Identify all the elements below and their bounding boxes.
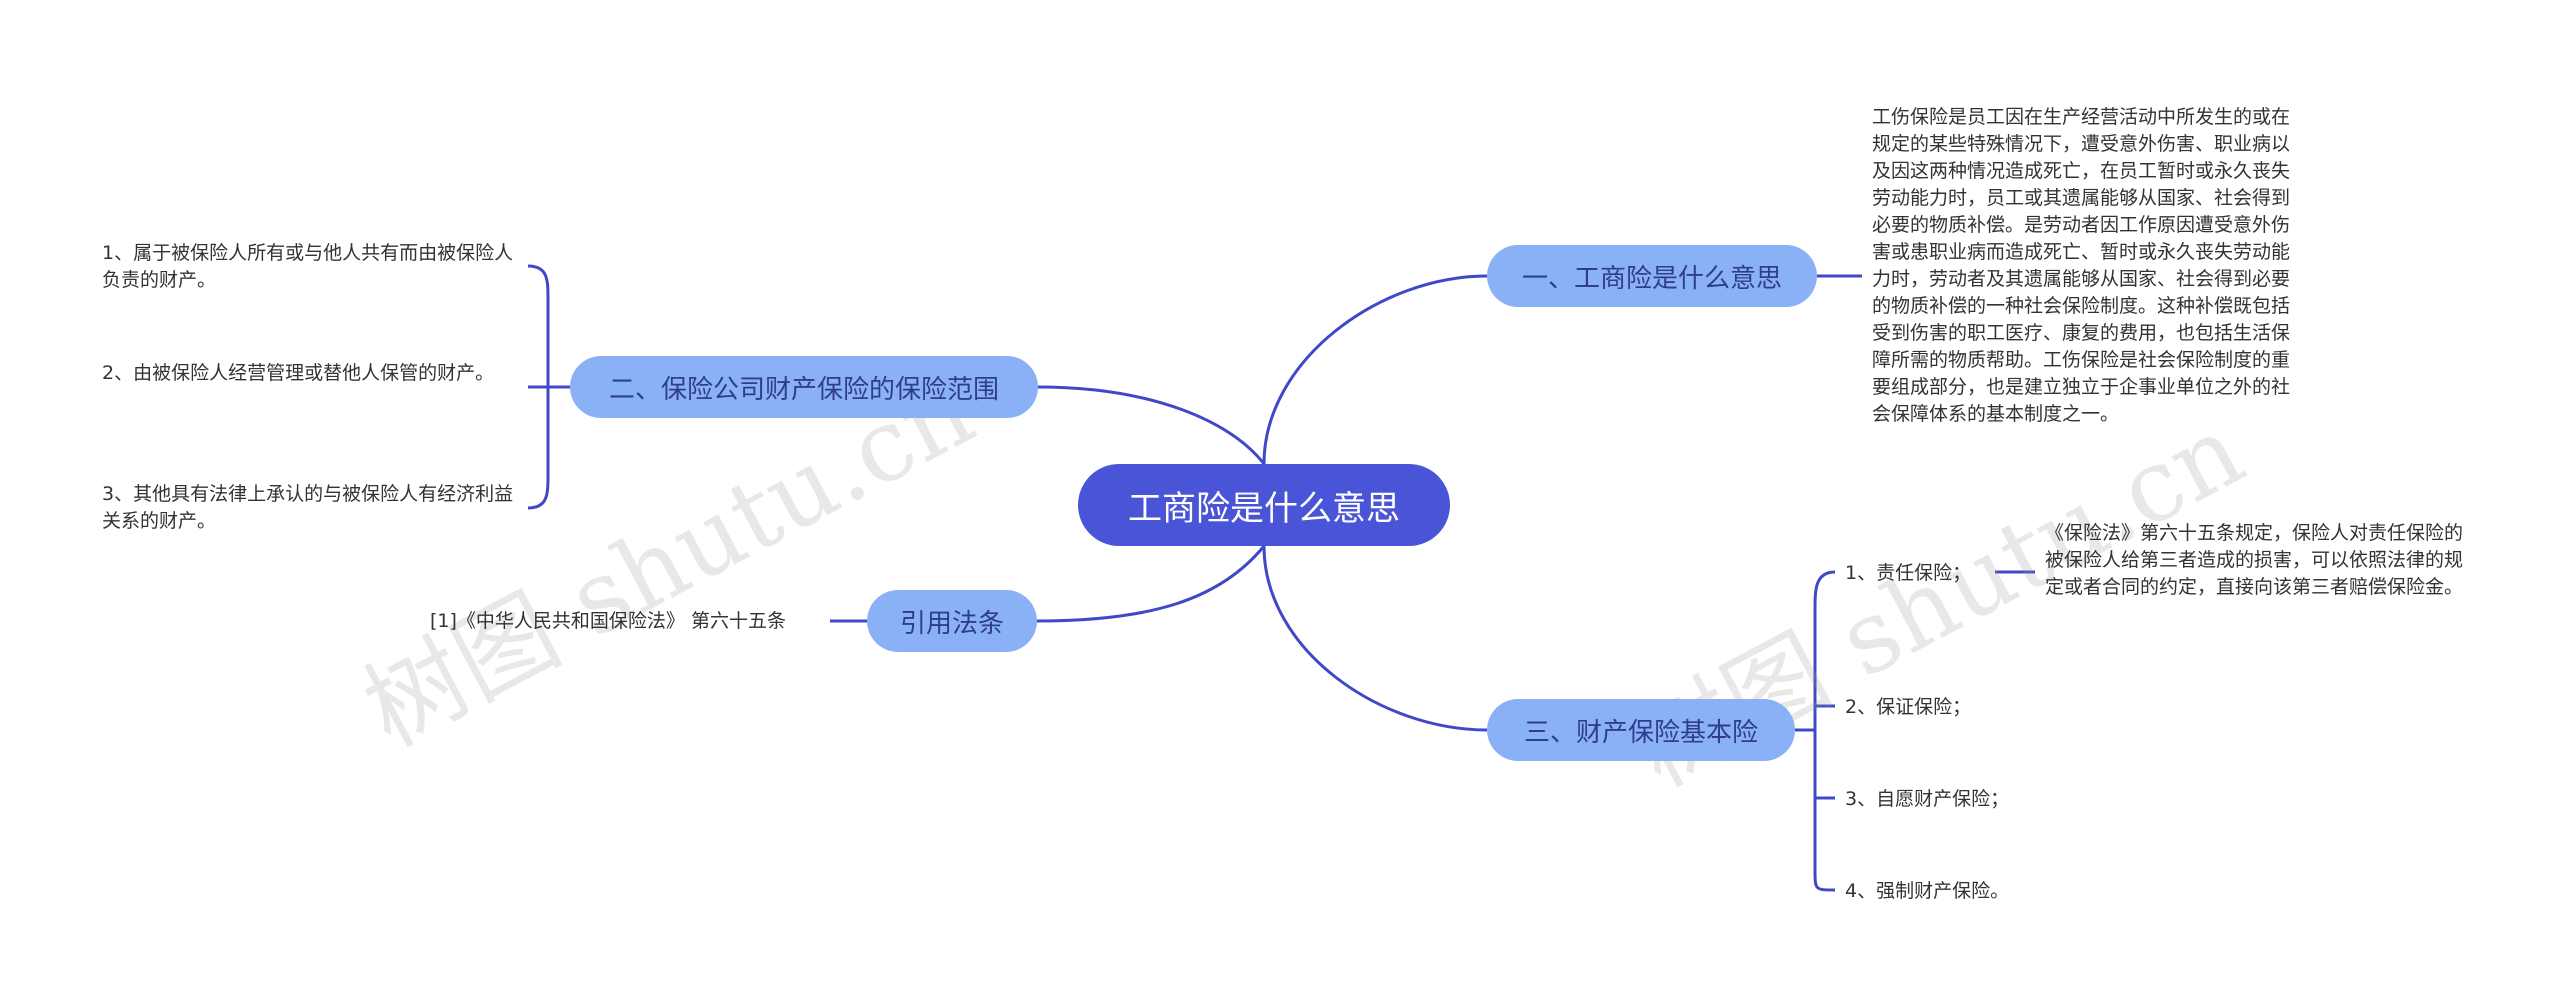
basic-insurance-item: 2、保证保险；	[1845, 696, 1972, 718]
branch-basic-insurance[interactable]: 三、财产保险基本险	[1487, 699, 1795, 761]
scope-item: 2、由被保险人经营管理或替他人保管的财产。	[102, 362, 495, 384]
edge-root-b1	[1262, 274, 1488, 465]
basic-insurance-item: 3、自愿财产保险；	[1845, 788, 2010, 810]
edge-root-b3	[1036, 545, 1266, 623]
branch-cited-law[interactable]: 引用法条	[867, 590, 1037, 652]
edge-root-b4	[1262, 545, 1488, 732]
basic-insurance-item: 1、责任保险；	[1845, 562, 1972, 584]
edge-root-b2	[1037, 385, 1266, 465]
law-citation: [1]《中华人民共和国保险法》 第六十五条	[430, 610, 786, 632]
branch-insurance-scope[interactable]: 二、保险公司财产保险的保险范围	[570, 356, 1038, 418]
root-node[interactable]: 工商险是什么意思	[1078, 464, 1450, 546]
basic-insurance-item: 4、强制财产保险。	[1845, 880, 2010, 902]
scope-item: 1、属于被保险人所有或与他人共有而由被保险人负责的财产。	[102, 242, 514, 291]
bracket-items	[1813, 570, 1836, 892]
branch-what-is[interactable]: 一、工商险是什么意思	[1487, 245, 1817, 307]
clause-text: 《保险法》第六十五条规定，保险人对责任保险的被保险人给第三者造成的损害，可以依照…	[2045, 522, 2464, 598]
scope-item: 3、其他具有法律上承认的与被保险人有经济利益关系的财产。	[102, 483, 514, 532]
description-text: 工伤保险是员工因在生产经营活动中所发生的或在规定的某些特殊情况下，遭受意外伤害、…	[1872, 106, 2291, 425]
